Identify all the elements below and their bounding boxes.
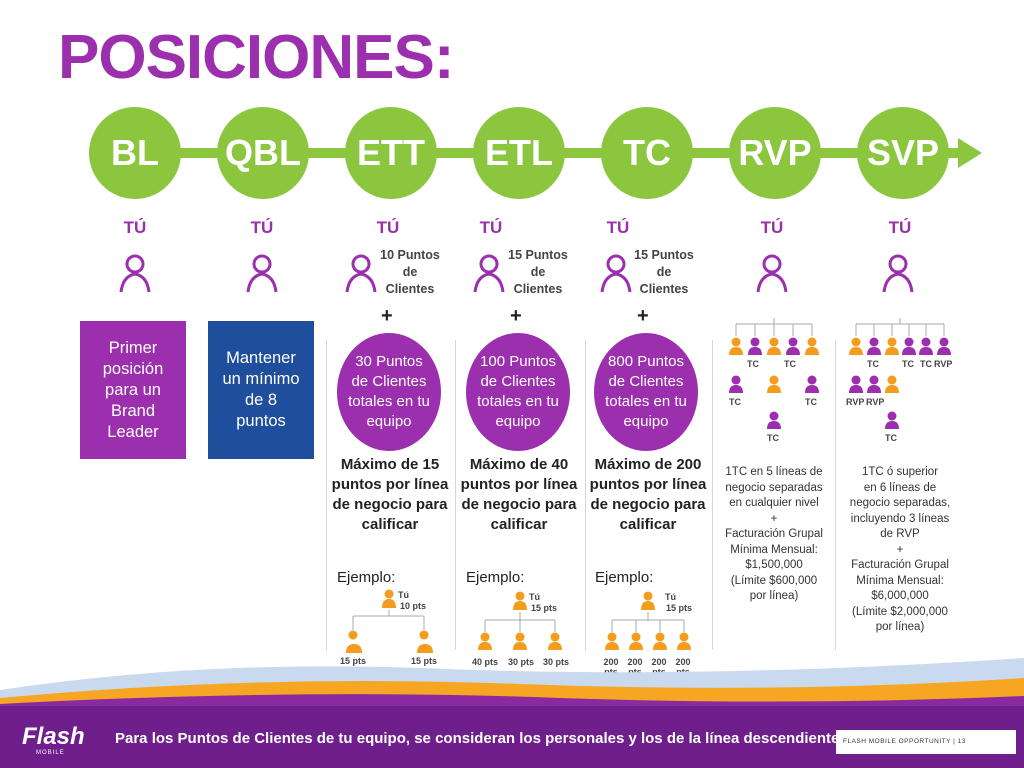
level-circle-qbl: QBL [217,107,309,199]
level-circle-svp: SVP [857,107,949,199]
etl-team-points-circle: 100 Puntos de Clientes totales en tu equ… [466,333,570,451]
person-icon [417,644,433,653]
opportunity-label: FLASH MOBILE OPPORTUNITY | 13 [843,738,966,745]
flash-logo-sub: MOBILE [36,750,65,756]
ett-points-label: 10 Puntos de Clientes [380,248,440,296]
footer-note: Para los Puntos de Clientes de tu equipo… [115,730,840,747]
level-circle-bl: BL [89,107,181,199]
person-icon [119,254,151,293]
level-circle-tc: TC [601,107,693,199]
svp-rvp-label: RVP [934,359,953,369]
person-icon [345,254,377,293]
bl-description-box: Primer posición para un Brand Leader [80,321,186,459]
plus-sign: + [381,305,393,327]
rvp-tc-label: TC [805,397,817,407]
etl-child-points: 30 pts [543,657,570,667]
svp-rvp-label: RVP [846,397,865,407]
etl-child-points: 40 pts [472,657,499,667]
timeline-arrow-icon [958,138,982,168]
tu-label: TÚ [606,218,630,237]
tu-label: TÚ [479,218,503,237]
person-icon [600,254,632,293]
person-icon [246,254,278,293]
plus-sign: + [510,305,522,327]
ett-child-points: 15 pts [411,656,438,666]
plus-sign: + [637,305,649,327]
svp-tc-label: TC [885,433,897,443]
level-circle-rvp: RVP [729,107,821,199]
person-icon [346,644,362,653]
etl-points-label: 15 Puntos de Clientes [508,248,568,296]
tc-points-label: 15 Puntos de Clientes [634,248,694,296]
rvp-structure-tree [729,318,819,429]
tc-max-text: Máximo de 200 puntos por línea de negoci… [589,456,707,533]
ett-team-points-circle: 30 Puntos de Clientes totales en tu equi… [337,333,441,451]
flash-logo: Flash [22,723,85,750]
svp-rvp-label: RVP [866,397,885,407]
ett-tu-label: Tú [398,590,409,600]
qbl-description-box: Mantener un mínimo de 8 puntos [208,321,314,459]
page-title: POSICIONES: [58,23,455,92]
rvp-tc-label: TC [729,397,741,407]
svp-description: 1TC ó superior en 6 líneas de negocio se… [849,466,951,633]
ett-example-label: Ejemplo: [337,569,396,586]
tu-label: TÚ [123,218,147,237]
tu-label: TÚ [250,218,274,237]
column-divider [712,340,713,650]
etl-example-tree [478,591,562,650]
tc-example-tree [605,591,691,650]
etl-tu-label: Tú [529,592,540,602]
decorative-wave [0,658,1024,710]
column-divider [455,340,456,650]
tc-tu-points: 15 pts [666,603,693,613]
tu-label: TÚ [376,218,400,237]
ett-tu-points: 10 pts [400,601,427,611]
level-circle-ett: ETT [345,107,437,199]
etl-tu-points: 15 pts [531,603,558,613]
rvp-tc-label: TC [747,359,759,369]
tc-child-points: 200 pts [603,657,619,677]
rvp-tc-label: TC [767,433,779,443]
tc-team-points-circle: 800 Puntos de Clientes totales en tu equ… [594,333,698,451]
etl-child-points: 30 pts [508,657,535,667]
svp-tc-label: TC [902,359,914,369]
tc-child-points: 200 pts [627,657,643,677]
tc-tu-label: Tú [665,592,676,602]
tu-label: TÚ [760,218,784,237]
level-circle-etl: ETL [473,107,565,199]
column-divider [585,340,586,650]
opportunity-box [836,730,1016,754]
tc-child-points: 200 pts [651,657,667,677]
ett-example-tree [348,589,429,640]
svp-tc-label: TC [920,359,932,369]
etl-example-label: Ejemplo: [466,569,525,586]
svp-tc-label: TC [867,359,879,369]
person-icon [756,254,788,293]
ett-max-text: Máximo de 15 puntos por línea de negocio… [331,456,449,533]
person-icon [882,254,914,293]
svp-structure-tree [849,318,951,429]
column-divider [326,340,327,650]
rvp-description: 1TC en 5 líneas de negocio separadas en … [725,466,823,602]
rvp-tc-label: TC [784,359,796,369]
etl-max-text: Máximo de 40 puntos por línea de negocio… [460,456,578,533]
tu-label: TÚ [888,218,912,237]
column-divider [835,340,836,650]
ett-child-points: 15 pts [340,656,367,666]
tc-example-label: Ejemplo: [595,569,654,586]
person-icon [473,254,505,293]
